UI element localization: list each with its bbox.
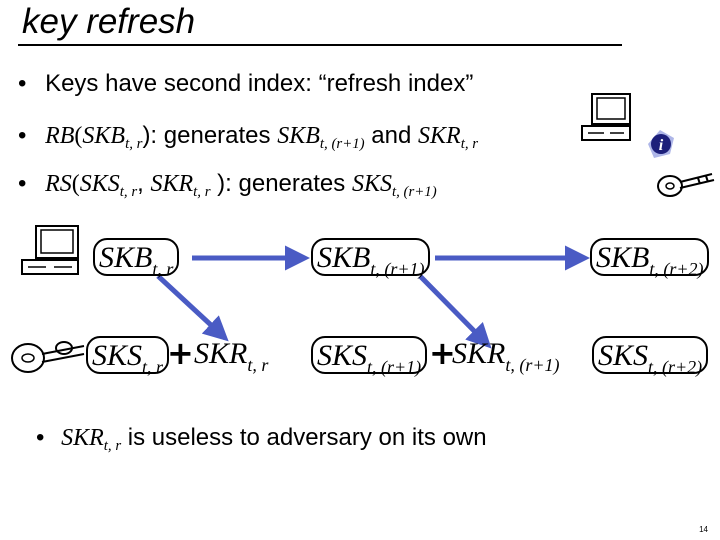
plus-sign: +	[167, 334, 194, 372]
rb-close: ):	[142, 122, 158, 149]
rs-arg2-sub: t, r	[193, 184, 211, 201]
bullet-dot: •	[18, 122, 27, 149]
rs-out: SKS	[351, 171, 392, 197]
rs-arg1-sub: t, r	[119, 184, 138, 201]
sks-node-r2: SKSt, (r+2)	[592, 336, 709, 376]
rb-and: and	[371, 122, 412, 149]
bullet-2: • RB(SKBt, r): generates SKBt, (r+1) and…	[18, 122, 479, 153]
computer-icon	[581, 93, 631, 141]
skr-label-r1: SKRt, (r+1)	[452, 337, 560, 375]
info-icon: i	[648, 130, 674, 158]
rs-comma: ,	[137, 170, 144, 197]
bullet-dot: •	[18, 70, 27, 97]
page-number: 14	[699, 525, 708, 534]
rb-out2: SKR	[418, 123, 461, 149]
rb-verb: generates	[163, 122, 271, 149]
arrow-skb-r1-to-skr-r1	[418, 274, 492, 349]
bullet-3: • RS(SKSt, r, SKRt, r ): generates SKSt,…	[18, 170, 437, 201]
rs-arg2: SKR	[150, 171, 194, 197]
rs-close: ):	[217, 170, 232, 197]
arrow-skb-r-to-skr-r	[156, 274, 229, 342]
rb-arg: SKB	[82, 123, 126, 149]
note-skr: SKR	[61, 425, 104, 451]
skb-node-r1: SKBt, (r+1)	[311, 238, 431, 278]
rs-verb: generates	[238, 170, 346, 197]
title-underline	[18, 44, 622, 46]
rb-out2-sub: t, r	[460, 136, 479, 153]
key-icon	[657, 173, 715, 197]
bullet-1-text: Keys have second index: “refresh index”	[45, 70, 474, 97]
rb-out1-sub: t, (r+1)	[319, 136, 365, 153]
note-text: is useless to adversary on its own	[127, 424, 487, 451]
sks-node-r: SKSt, r	[86, 336, 170, 376]
bullet-dot: •	[18, 170, 27, 197]
rs-function: RS	[45, 171, 72, 197]
bullet-1: • Keys have second index: “refresh index…	[18, 70, 473, 98]
plus-sign: +	[429, 334, 456, 372]
rb-function: RB	[45, 123, 75, 149]
rb-arg-sub: t, r	[125, 136, 143, 153]
slide-title: key refresh	[22, 2, 196, 41]
rs-out-sub: t, (r+1)	[391, 184, 437, 201]
note-skr-sub: t, r	[103, 438, 122, 455]
sks-node-r1: SKSt, (r+1)	[311, 336, 428, 376]
svg-text:i: i	[659, 137, 664, 154]
skb-node-r2: SKBt, (r+2)	[590, 238, 710, 278]
bullet-dot: •	[36, 424, 45, 451]
note-bullet: • SKRt, r is useless to adversary on its…	[36, 424, 487, 455]
skb-node-r: SKBt, r	[93, 238, 180, 278]
computer-icon	[21, 225, 79, 275]
rb-out1: SKB	[277, 123, 320, 149]
key-icon	[11, 341, 85, 373]
rs-arg1: SKS	[79, 171, 120, 197]
skr-label-r: SKRt, r	[194, 337, 269, 375]
